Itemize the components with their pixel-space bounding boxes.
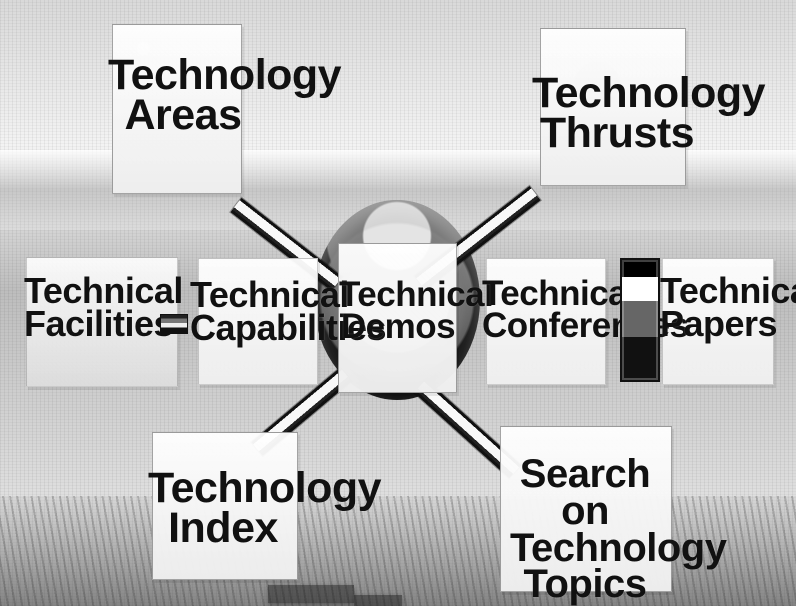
- technical-conferences-label: Technical Conferences: [482, 274, 689, 346]
- technical-facilities-label: Technical Facilities: [24, 270, 183, 345]
- technical-papers-label: Technical Papers: [660, 270, 796, 345]
- bottom-base-plate: [268, 585, 354, 603]
- facilities-icon: [160, 314, 188, 334]
- technical-conferences-button[interactable]: [486, 258, 606, 385]
- technical-demos-button[interactable]: [338, 243, 457, 393]
- search-technology-topics-button[interactable]: [500, 426, 672, 592]
- search-technology-topics-label: Search on Technology Topics: [510, 452, 727, 606]
- technical-capabilities-button[interactable]: [198, 258, 318, 385]
- papers-icon: [620, 258, 660, 382]
- bottom-base-plate: [354, 595, 402, 606]
- technology-thrusts-button[interactable]: [540, 28, 686, 186]
- technical-demos-label: Technical Demos: [339, 275, 494, 347]
- technology-thrusts-label: Technology Thrusts: [532, 69, 766, 157]
- technical-papers-button[interactable]: [662, 258, 774, 385]
- technology-index-button[interactable]: [152, 432, 298, 580]
- technology-areas-button[interactable]: [112, 24, 242, 194]
- technical-capabilities-label: Technical Capabilities: [190, 274, 387, 349]
- technology-index-label: Technology Index: [148, 464, 382, 552]
- technology-areas-label: Technology Areas: [108, 51, 342, 139]
